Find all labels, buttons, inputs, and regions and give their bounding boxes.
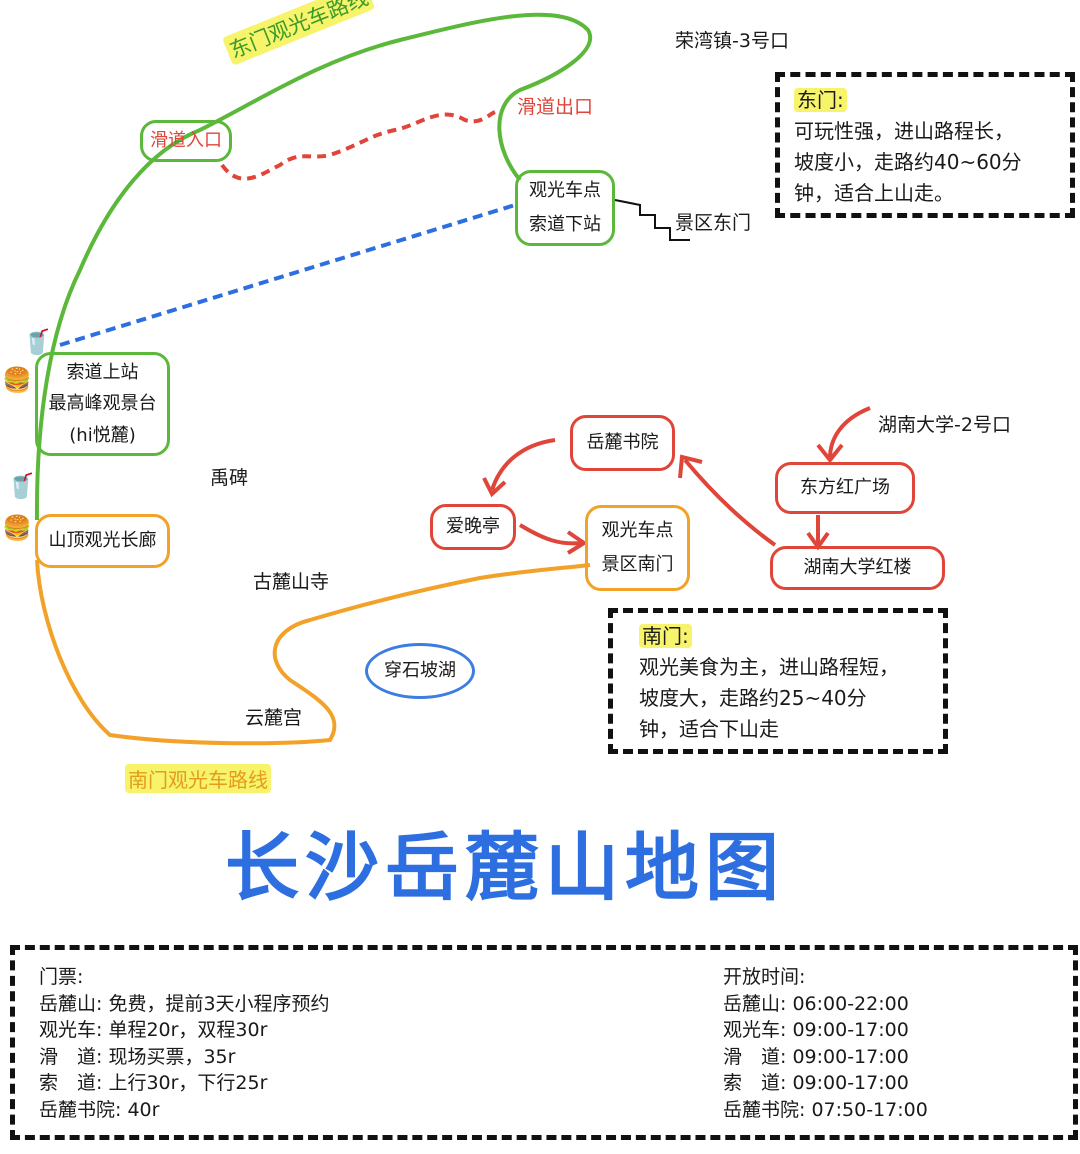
cableway-blue-dashed [59,203,516,347]
ticket-line: 观光车: 单程20r，双程30r [39,1019,268,1041]
south-route-label: 南门观光车路线 [125,764,271,793]
south-station-label: 观光车点 [601,519,674,541]
slide-exit-label: 滑道出口 [517,96,594,118]
ticket-line: 岳麓书院: 40r [39,1098,160,1121]
arrow-redbuilding-to-academy [683,458,777,547]
ticket-line: 滑 道: 现场买票，35r [39,1045,236,1068]
arrow-aiwan-to-south-station [518,523,583,546]
east-info-line: 可玩性强，进山路程长， [794,119,1014,143]
summit-corridor-box: 山顶观光长廊 [35,514,170,568]
east-info-heading: 东门: [794,88,847,112]
east-info-line: 钟，适合上山走。 [794,181,954,205]
drink-icon: 🥤 [22,328,52,356]
rongwan-label: 荣湾镇-3号口 [675,30,789,52]
hnu-redbuilding-box: 湖南大学红楼 [770,546,945,590]
chuanshi-lake-label: 穿石坡湖 [384,659,456,681]
yunlu-palace-label: 云麓宫 [245,707,303,729]
south-orange-route [35,559,591,746]
arrow-academy-to-aiwan [490,438,556,491]
south-station-box: 观光车点 景区南门 [585,505,690,591]
hours-section: 开放时间: 岳麓山: 06:00-22:00 观光车: 09:00-17:00 … [723,964,928,1123]
ticket-line: 索 道: 上行30r，下行25r [39,1072,268,1094]
south-info-line: 坡度大，走路约25~40分 [639,686,867,710]
slide-entry-label: 滑道入口 [150,129,222,151]
academy-label: 岳麓书院 [586,431,659,453]
info-footer-box: 门票: 岳麓山: 免费，提前3天小程序预约 观光车: 单程20r，双程30r 滑… [10,945,1078,1140]
drink-icon: 🥤 [6,472,36,500]
burger-icon: 🍔 [2,366,32,394]
summit-corridor-label: 山顶观光长廊 [48,529,157,551]
burger-icon: 🍔 [2,514,32,542]
east-station-box: 观光车点 索道下站 [515,170,615,246]
south-info-line: 观光美食为主，进山路程短， [639,655,899,679]
summit-viewpoint-label: 最高峰观景台 [48,393,157,415]
cable-upper-station-label: 索道上站 [66,361,139,383]
east-gate-label: 景区东门 [675,212,752,234]
aiwan-label: 爱晚亭 [446,515,500,537]
yubei-label: 禹碑 [210,467,249,489]
south-gate-label: 景区南门 [601,554,674,575]
tickets-heading: 门票: [39,966,84,988]
gulu-temple-label: 古麓山寺 [253,571,330,593]
hours-line: 索 道: 09:00-17:00 [723,1072,909,1094]
arrow-hnu-to-dongfanghong [828,406,871,459]
hnu-redbuilding-label: 湖南大学红楼 [803,556,912,578]
academy-box: 岳麓书院 [570,415,675,471]
hours-line: 岳麓山: 06:00-22:00 [723,992,909,1015]
hours-line: 观光车: 09:00-17:00 [723,1019,909,1041]
hours-line: 岳麓书院: 07:50-17:00 [723,1098,928,1121]
dongfanghong-box: 东方红广场 [775,462,915,514]
chuanshi-lake-circle: 穿石坡湖 [365,643,475,699]
aiwan-box: 爱晚亭 [430,504,516,550]
east-gate-info-box: 东门: 可玩性强，进山路程长， 坡度小，走路约40~60分 钟，适合上山走。 [775,72,1075,218]
hours-heading: 开放时间: [723,966,806,988]
slide-red-dashed [220,110,496,181]
slide-entry-box: 滑道入口 [140,120,232,162]
dongfanghong-label: 东方红广场 [800,476,890,498]
east-green-route [34,12,593,521]
east-station-label: 观光车点 [529,179,601,201]
south-info-heading: 南门: [639,624,692,648]
south-info-line: 钟，适合下山走 [639,717,779,741]
east-gate-stair-path [614,199,690,241]
tickets-section: 门票: 岳麓山: 免费，提前3天小程序预约 观光车: 单程20r，双程30r 滑… [39,964,330,1123]
south-gate-info-box: 南门: 观光美食为主，进山路程短， 坡度大，走路约25~40分 钟，适合下山走 [608,608,948,754]
cable-top-box: 索道上站 最高峰观景台 (hi悦麓) [35,352,170,456]
ticket-line: 岳麓山: 免费，提前3天小程序预约 [39,992,330,1015]
hnu-gate-label: 湖南大学-2号口 [878,414,1011,436]
hi-yuelu-label: (hi悦麓) [69,424,136,446]
page-title: 长沙岳麓山地图 [225,825,785,911]
east-info-line: 坡度小，走路约40~60分 [794,150,1022,174]
cable-lower-station-label: 索道下站 [529,214,601,235]
hours-line: 滑 道: 09:00-17:00 [723,1045,909,1068]
